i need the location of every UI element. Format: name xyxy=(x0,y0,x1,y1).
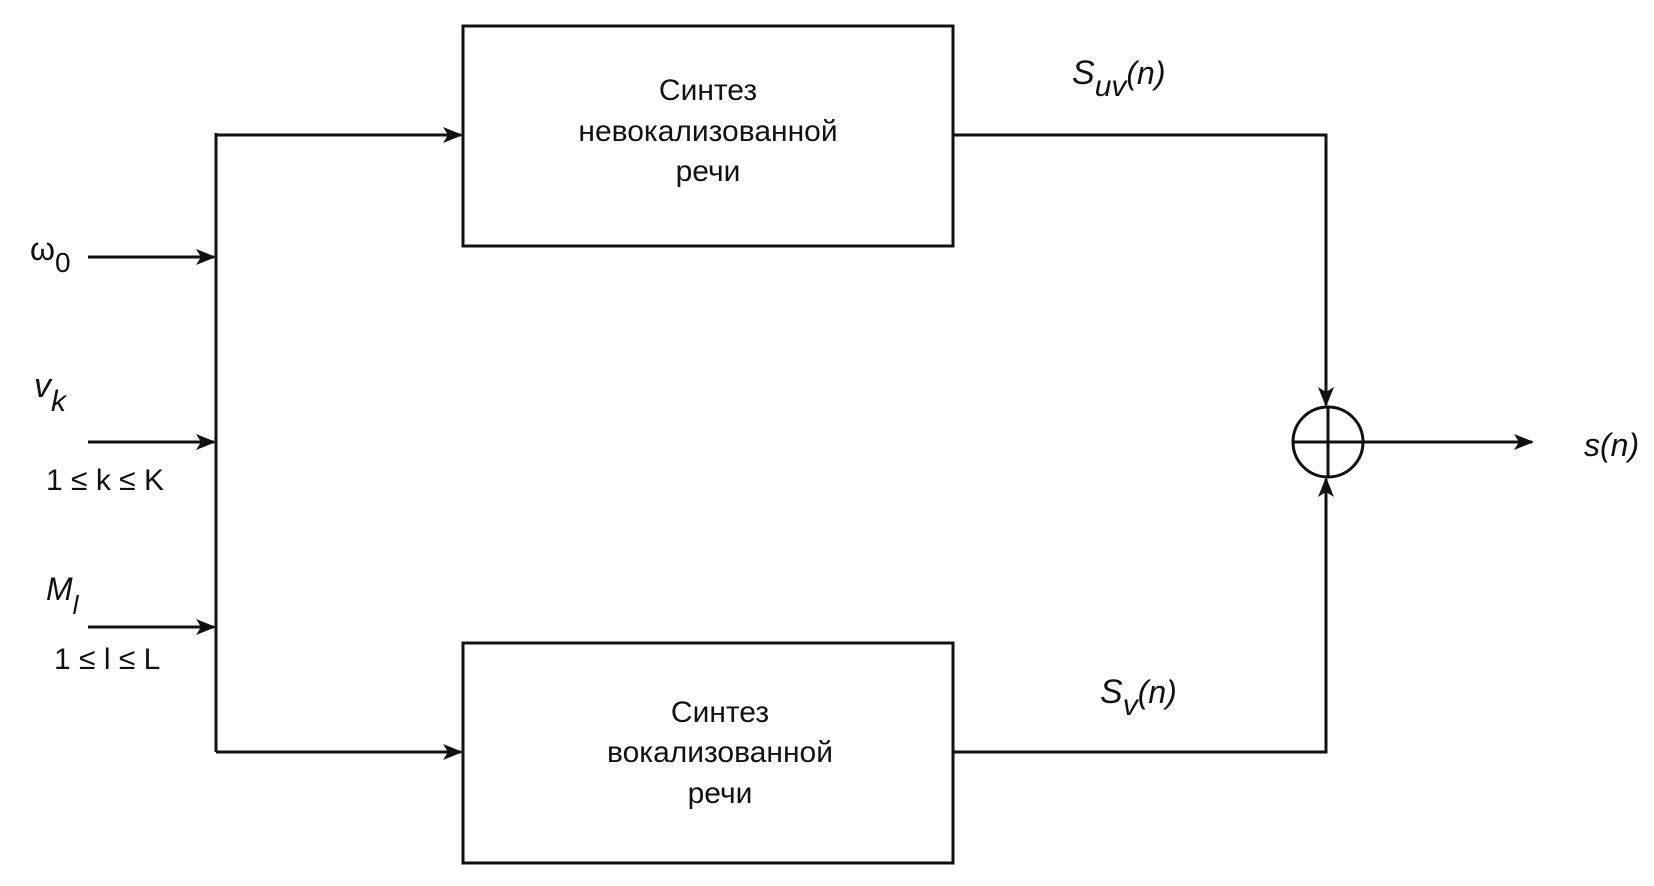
voiced-block-label-line2: вокализованной xyxy=(607,736,833,769)
voiced-output-wire xyxy=(953,477,1334,754)
output-signal-label: s(n) xyxy=(1584,427,1639,463)
omega-input-label: ω0 xyxy=(30,231,71,278)
voiced-block-label-line3: речи xyxy=(688,777,753,810)
voiced-output-label: Sv(n) xyxy=(1100,673,1177,722)
l-range-label: 1 ≤ l ≤ L xyxy=(54,643,160,676)
unvoiced-block-label-line2: невокализованной xyxy=(578,115,837,148)
unvoiced-output-label: Suv(n) xyxy=(1072,54,1165,103)
k-range-label: 1 ≤ k ≤ K xyxy=(46,464,164,497)
unvoiced-block-label-line3: речи xyxy=(676,155,741,188)
voiced-block-label-line1: Синтез xyxy=(671,696,769,729)
unvoiced-block-label-line1: Синтез xyxy=(659,74,757,107)
v-input-label: vk xyxy=(34,367,68,418)
m-input-label: Ml xyxy=(46,571,80,620)
unvoiced-output-wire xyxy=(953,133,1334,407)
